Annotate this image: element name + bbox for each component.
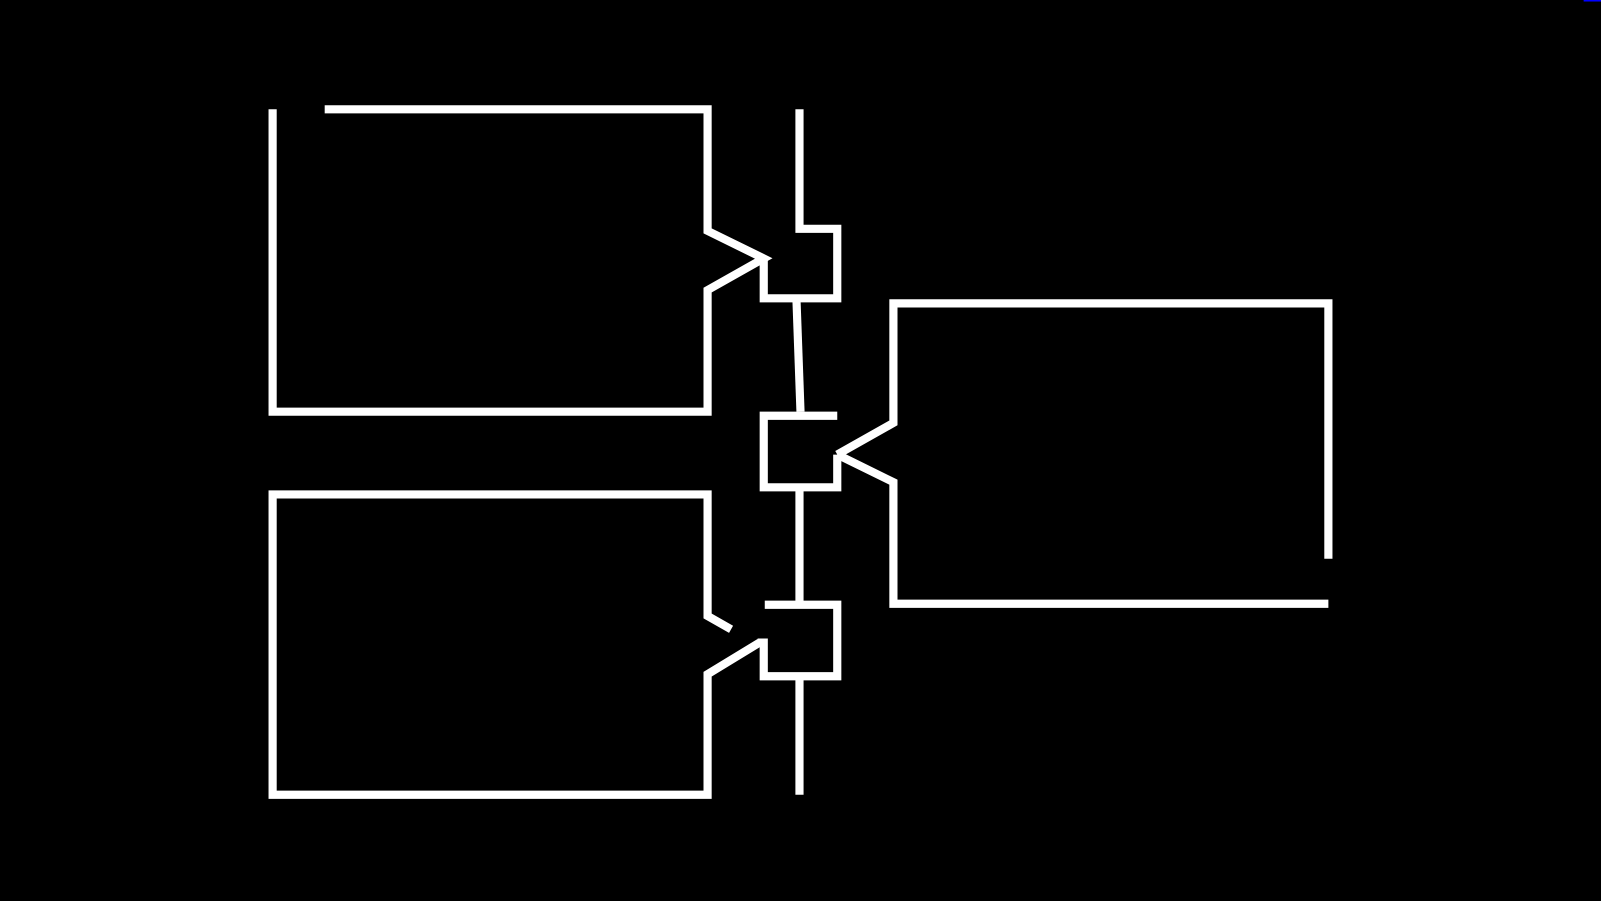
middle-bracket	[759, 411, 842, 492]
right-shape-bottom	[835, 450, 1329, 608]
upper-vertical-link	[792, 298, 805, 412]
line-drawing	[268, 105, 1333, 799]
bottom-connector-bracket	[757, 600, 842, 681]
top-left-shape	[268, 105, 773, 416]
right-shape-top	[835, 299, 1333, 559]
corner-mark	[1583, 0, 1601, 2]
bottom-left-shape	[268, 490, 762, 799]
top-connector-bracket	[759, 109, 842, 303]
